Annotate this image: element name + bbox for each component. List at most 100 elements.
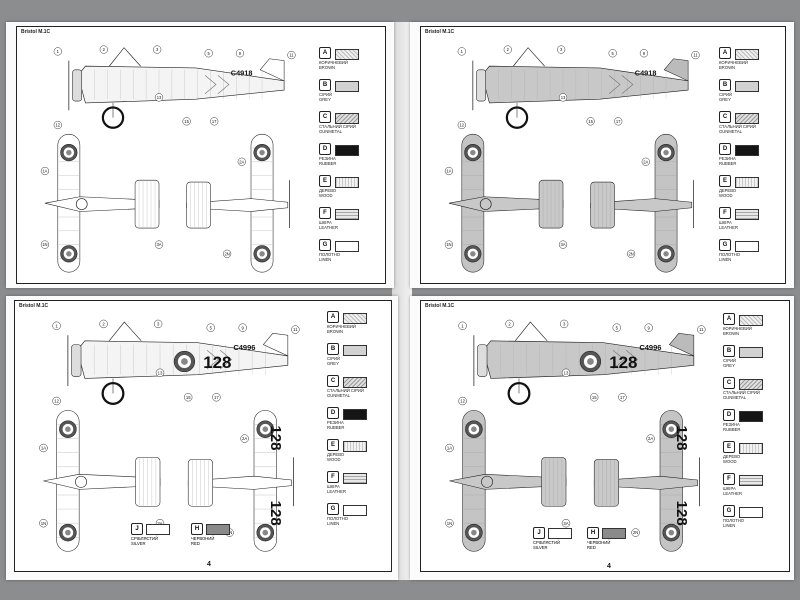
legend-en: BROWN [723,331,740,336]
legend-swatch [548,528,572,539]
legend-en: LEATHER [327,489,347,494]
callout-marker [445,443,454,453]
legend-code: F [719,207,731,219]
legend-swatch [343,377,367,388]
callout-label: 2 [508,322,511,327]
callout-label: 2 [102,322,105,327]
callout-marker [626,249,636,258]
callout-marker [608,49,617,58]
fuselage-chevron [204,75,230,94]
legend-swatch [343,505,367,516]
callout-marker [697,325,706,334]
legend-en: WOOD [723,459,737,464]
fuselage-number: 128 [609,353,637,372]
callout-marker [212,393,221,402]
legend-code: E [319,175,331,187]
roundel-center [66,251,72,257]
legend-en: GUNMETAL [719,129,742,134]
callout-marker [631,528,640,537]
legend-swatch [735,81,759,92]
callout-label: 5 [616,325,619,330]
legend-en: BROWN [719,65,736,70]
callout-marker [291,325,300,334]
legend-ua: КОРИЧНЕВИЙ [327,324,356,329]
legend-code: H [191,523,203,535]
legend-code: F [319,207,331,219]
cockpit-ring [481,475,494,488]
legend-ua: ШКІРА [719,220,732,225]
callout-marker [557,45,566,54]
callout-marker [646,434,655,443]
legend-code: B [719,79,731,91]
callout-label: 13 [561,95,566,100]
callout-label: 5 [612,51,615,56]
legend-swatch [739,315,763,326]
roundel-center [66,149,72,156]
legend-code: J [533,527,545,539]
callout-label: 12 [460,123,465,128]
callout-marker [614,117,623,126]
fuselage-number: 128 [203,353,231,372]
callout-label: 9 [648,325,651,330]
cabane-strut [109,47,141,67]
legend-code: G [327,503,339,515]
roundel-center [65,426,71,432]
legend-ua: СІРИЙ [723,358,737,363]
legend-en: WOOD [719,193,733,198]
legend-ua: ПОЛОТНО [327,516,349,521]
callout-label: 3 [156,47,159,52]
callout-label: 2A [242,436,247,441]
callout-marker [618,393,627,402]
legend-ua: ЧЕРВОНИЙ [191,536,215,541]
legend-swatch [146,524,170,535]
callout-label: 1N [446,242,451,247]
legend-swatch [602,528,626,539]
callout-label: 12 [54,399,59,404]
legend-ua: СРІБЛЯСТИЙ [533,540,560,545]
fold-shadow-top [392,22,412,292]
legend-swatch [343,409,367,420]
callout-label: 3A [157,521,162,526]
legend-ua: СТАЛЬНИЙ СІРИЙ [327,388,364,393]
callout-label: 2N [628,251,633,256]
callout-label: 3 [563,322,566,327]
legend-code: G [723,505,735,517]
roundel-center [470,251,476,257]
wing-number-lower: 128 [673,501,690,526]
legend-ua: ШКІРА [319,220,332,225]
cowling [477,344,488,377]
callout-marker [154,93,164,102]
cockpit-ring [479,198,492,210]
callout-marker [237,157,246,166]
legend-code: E [719,175,731,187]
legend-en: RUBBER [327,425,345,430]
fuselage-side [481,65,689,104]
callout-marker [612,323,621,332]
roundel-center [262,529,269,536]
legend-swatch [343,473,367,484]
callout-marker [590,393,599,402]
callout-label: 15 [592,395,597,400]
callout-label: 12 [56,123,61,128]
roundel-center [471,529,477,536]
callout-label: 2 [507,47,510,52]
